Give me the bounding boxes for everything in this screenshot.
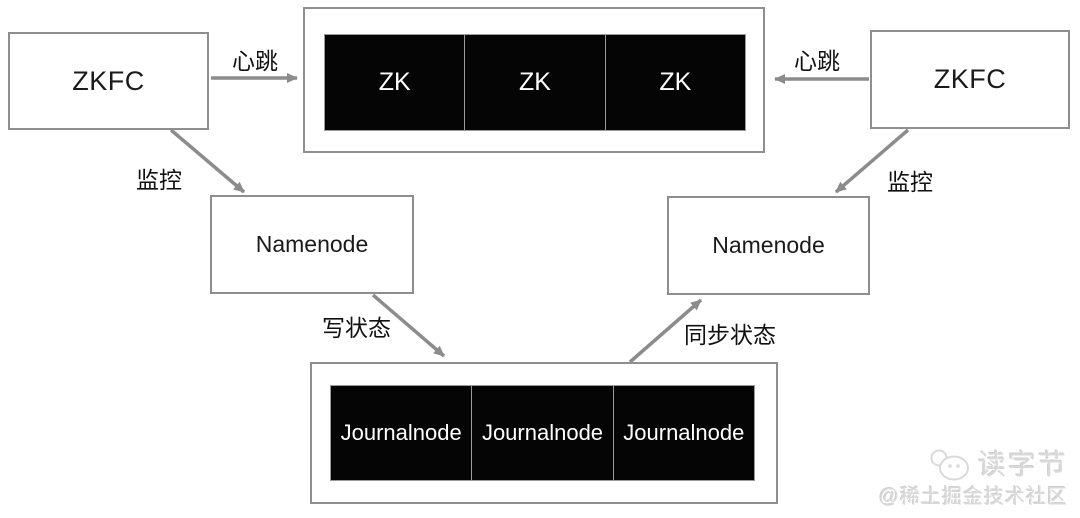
zkfc-right-node: ZKFC: [870, 30, 1070, 129]
zk-node-label: ZK: [378, 68, 411, 96]
namenode-left-node: Namenode: [210, 195, 414, 294]
zk-cluster-inner: ZK ZK ZK: [324, 34, 746, 131]
zk-node: ZK: [464, 34, 606, 131]
journalnode-label: Journalnode: [623, 420, 745, 445]
journalnode-node: Journalnode: [612, 385, 755, 481]
journalnode-cluster-container: Journalnode Journalnode Journalnode: [310, 362, 778, 504]
zkfc-right-label: ZKFC: [933, 64, 1007, 94]
watermark-brand-text: 读字节: [977, 448, 1068, 480]
zk-node-label: ZK: [519, 68, 551, 96]
zk-node-label: ZK: [659, 68, 692, 96]
write-state-label: 写状态: [322, 315, 391, 341]
monitor-right-label: 监控: [887, 169, 933, 195]
namenode-right-node: Namenode: [667, 196, 870, 295]
watermark: 读字节 @稀土掘金技术社区: [879, 446, 1068, 508]
watermark-brand-row: 读字节: [879, 446, 1068, 484]
journalnode-node: Journalnode: [471, 385, 614, 481]
zkfc-left-node: ZKFC: [8, 32, 209, 130]
namenode-right-label: Namenode: [712, 232, 825, 258]
heartbeat-right-label: 心跳: [794, 48, 840, 74]
heartbeat-left-label: 心跳: [232, 48, 278, 74]
journalnode-label: Journalnode: [340, 420, 462, 445]
watermark-community-text: @稀土掘金技术社区: [878, 486, 1068, 508]
duzijie-logo-icon: [930, 449, 969, 481]
zk-node: ZK: [324, 34, 466, 131]
zk-node: ZK: [604, 34, 746, 131]
sync-state-label: 同步状态: [684, 322, 776, 348]
monitor-left-label: 监控: [136, 167, 182, 193]
journalnode-label: Journalnode: [481, 420, 604, 445]
zk-cluster-container: ZK ZK ZK: [303, 7, 765, 153]
journalnode-node: Journalnode: [330, 385, 473, 481]
journalnode-cluster-inner: Journalnode Journalnode Journalnode: [330, 385, 755, 481]
namenode-left-label: Namenode: [255, 231, 369, 257]
zkfc-left-label: ZKFC: [72, 65, 145, 96]
